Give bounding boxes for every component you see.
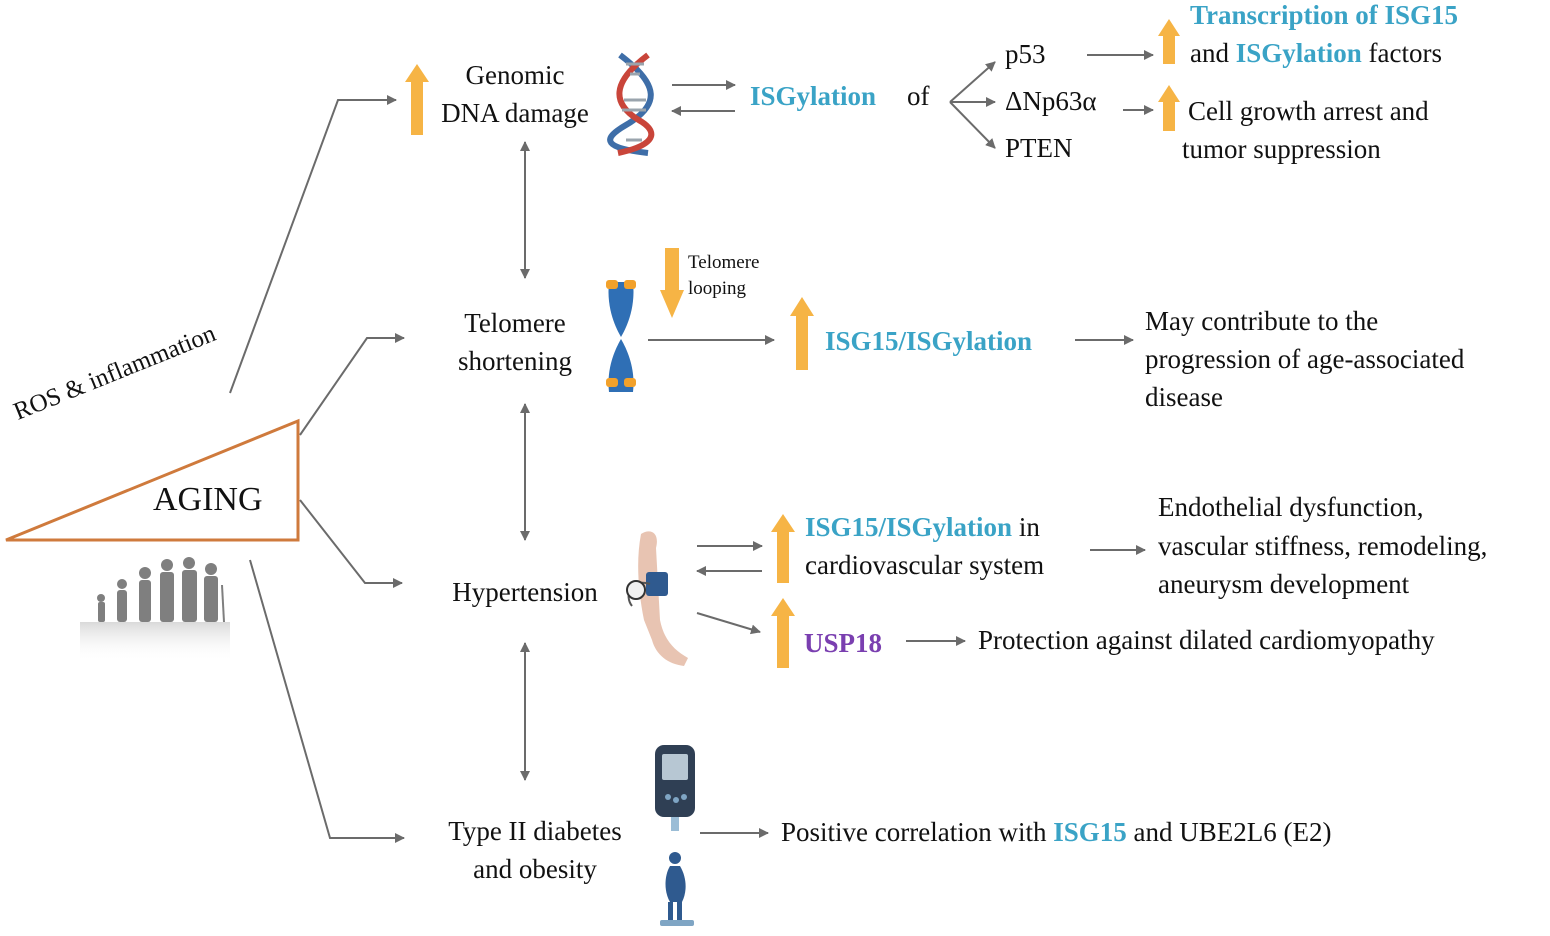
down-arrow-icon <box>660 248 684 318</box>
telomere-outcome-line3: disease <box>1145 382 1223 412</box>
usp18-outcome-label: Protection against dilated cardiomyopath… <box>978 625 1435 655</box>
cell-growth-arrest-label: Cell growth arrest and <box>1188 96 1429 126</box>
cardio-outcome-line3: aneurysm development <box>1158 569 1410 599</box>
telomere-label-line2: shortening <box>458 346 572 376</box>
dna-damage-label-line2: DNA damage <box>441 98 589 128</box>
diabetes-label-line2: and obesity <box>473 854 597 884</box>
isg15-isgylation-label: ISG15/ISGylation <box>805 512 1013 542</box>
aging-title: AGING <box>153 481 263 518</box>
up-arrow-icon <box>790 297 814 370</box>
isgylation-label: ISGylation <box>750 81 877 111</box>
diabetes-label-line1: Type II diabetes <box>448 816 622 846</box>
blood-pressure-cuff-icon <box>626 531 688 666</box>
cardiovascular-system-label: cardiovascular system <box>805 550 1045 580</box>
isg15-cardio-line: ISG15/ISGylation in <box>805 508 1040 546</box>
positive-correlation-label: Positive correlation with <box>781 817 1047 847</box>
target-pten: PTEN <box>1005 133 1073 163</box>
arrow-aging-to-telomere <box>299 333 405 436</box>
transcription-isg15-label: Transcription of ISG15 <box>1190 0 1459 30</box>
target-dnp63a: ΔNp63α <box>1005 86 1097 116</box>
obese-person-on-scale-icon <box>660 852 694 926</box>
up-arrow-icon <box>1158 85 1180 131</box>
in-label: in <box>1018 512 1040 542</box>
arrow-aging-to-hypertension <box>299 499 403 588</box>
dna-helix-icon <box>607 52 655 156</box>
telomere-outcome-line1: May contribute to the <box>1145 306 1379 336</box>
isg15-label: ISG15 <box>1053 817 1127 847</box>
arrow-aging-to-diabetes <box>249 559 405 843</box>
factors-label: factors <box>1368 38 1442 68</box>
up-arrow-icon <box>405 64 429 135</box>
isgylation-label: ISGylation <box>1235 38 1362 68</box>
chromosome-icon <box>606 280 636 392</box>
telomere-looping-line2: looping <box>688 278 747 299</box>
cardio-outcome-line1: Endothelial dysfunction, <box>1158 492 1424 522</box>
aging-triangle <box>5 418 300 542</box>
telomere-looping-line1: Telomere <box>688 252 760 273</box>
target-p53: p53 <box>1005 39 1046 69</box>
aging-people-silhouette-icon <box>80 557 230 662</box>
cardio-outcome-line2: vascular stiffness, remodeling, <box>1158 531 1488 561</box>
arrow-hyp-to-usp18 <box>696 612 761 635</box>
telomere-outcome-line2: progression of age-associated <box>1145 344 1465 374</box>
dna-damage-label-line1: Genomic <box>465 60 565 90</box>
ube2l6-label: and UBE2L6 (E2) <box>1133 817 1332 847</box>
and-label: and <box>1190 38 1229 68</box>
of-label: of <box>907 81 930 111</box>
isgylation-factors-line: and ISGylation factors <box>1190 34 1442 72</box>
up-arrow-icon <box>1158 19 1180 64</box>
up-arrow-icon <box>771 514 795 583</box>
arrow-to-pten <box>949 101 996 149</box>
tumor-suppression-label: tumor suppression <box>1182 134 1381 164</box>
telomere-label-line1: Telomere <box>464 308 566 338</box>
glucose-meter-icon <box>655 745 695 831</box>
arrow-aging-to-dna <box>229 95 397 394</box>
isg15-isgylation-label: ISG15/ISGylation <box>825 326 1033 356</box>
arrow-to-p53 <box>949 61 996 103</box>
usp18-label: USP18 <box>804 628 883 658</box>
diabetes-outcome-line: Positive correlation with ISG15 and UBE2… <box>781 813 1331 851</box>
hypertension-label: Hypertension <box>452 577 598 607</box>
up-arrow-icon <box>771 598 795 668</box>
